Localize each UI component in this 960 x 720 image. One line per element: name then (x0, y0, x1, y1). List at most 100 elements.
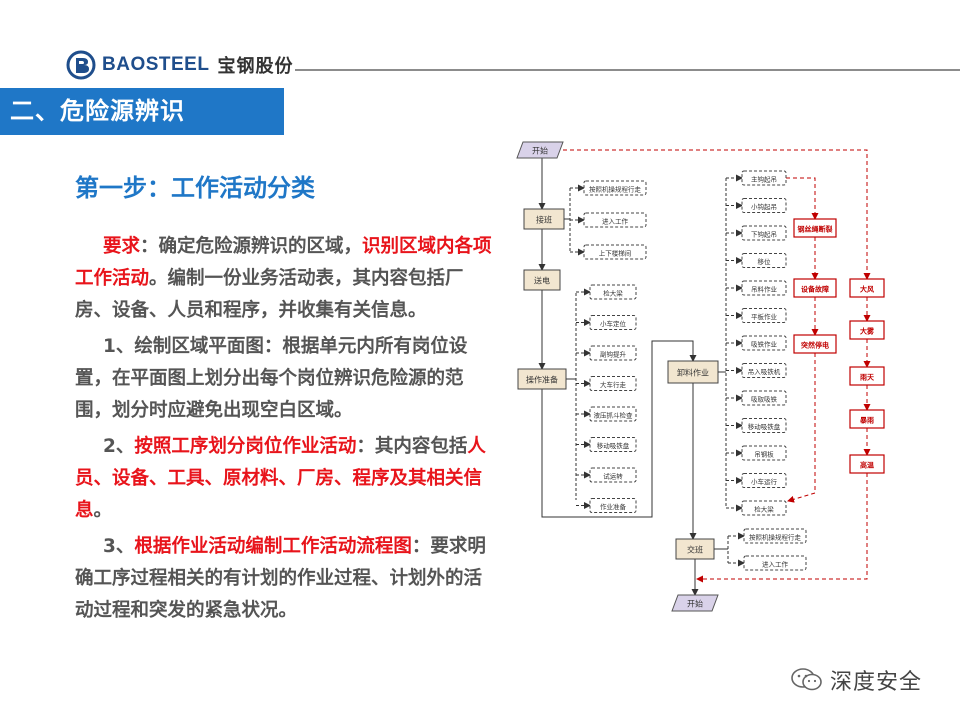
prep-sub-6-label: 试运转 (603, 472, 623, 481)
unload-sub-12-label: 检大梁 (754, 505, 774, 514)
emphasis-span: 按照工序划分岗位作业活动 (134, 436, 357, 457)
red-connector (787, 353, 816, 503)
unload-sub-12: 检大梁 (741, 500, 787, 516)
main-step-jieban-label: 接班 (536, 215, 552, 225)
unload-sub-6: 吸铁作业 (741, 335, 787, 351)
jieban-sub-1: 进入工作 (583, 212, 647, 228)
emergency-right-1-label: 大雾 (860, 327, 875, 336)
emergency-mid-1-label: 设备故障 (801, 285, 829, 294)
text-span: ：其内容包括 (356, 436, 468, 457)
unload-sub-6-label: 吸铁作业 (751, 340, 778, 349)
unload-sub-11: 小车运行 (741, 473, 787, 488)
jieban-sub-0-label: 按照机操规程行走 (589, 185, 642, 194)
jiaoban-sub-0-label: 按照机操规程行走 (749, 533, 802, 542)
unload-sub-4: 吊料作业 (741, 280, 787, 296)
start-node: 开始 (516, 141, 564, 159)
unload-sub-3-label: 移位 (758, 257, 772, 266)
baosteel-emblem-icon (66, 50, 96, 80)
header-divider (295, 69, 960, 71)
main-step-jiaoban-label: 交班 (687, 545, 703, 555)
requirement-label: 要求 (103, 236, 141, 257)
connector-prep-to-unload (541, 340, 697, 518)
text-span: 。 (93, 500, 113, 521)
prep-sub-2: 副钩提升 (589, 345, 637, 361)
section-banner: 二、危险源辨识 (0, 88, 284, 135)
unload-sub-3: 移位 (741, 253, 787, 268)
jieban-sub-1-label: 进入工作 (602, 217, 629, 226)
flow-nodes: 开始开始按照机操规程行走进入工作上下楼梯间检大梁小车定位副钩提升大车行走液压抓斗… (516, 141, 885, 612)
main-step-songdian: 送电 (523, 269, 561, 291)
emergency-right-4-label: 高温 (860, 461, 874, 470)
text-span: 。编制一份业务活动表，其内容包括厂房、设备、人员和程序，并收集有关信息。 (75, 268, 464, 321)
main-step-songdian-label: 送电 (534, 276, 550, 286)
emergency-mid-0: 钢丝绳断裂 (793, 218, 837, 238)
text-span: ：确定危险源辨识的区域， (140, 236, 363, 257)
brand-name-cn: 宝钢股份 (217, 56, 294, 77)
jiaoban-sub-0: 按照机操规程行走 (743, 528, 807, 544)
prep-sub-6: 试运转 (589, 467, 637, 483)
prep-sub-5: 移动吸铁盘 (589, 437, 637, 452)
prep-sub-3: 大车行走 (589, 376, 637, 391)
unload-sub-10-label: 吊钢板 (754, 450, 774, 459)
jiaoban-sub-1-label: 进入工作 (762, 560, 789, 569)
unload-sub-5-label: 平板作业 (751, 312, 778, 321)
prep-sub-3-label: 大车行走 (600, 380, 627, 389)
emergency-mid-1: 设备故障 (793, 278, 837, 298)
emphasis-span: 识别区域内各项工作活动 (75, 236, 492, 289)
flow-connectors (538, 149, 871, 596)
prep-sub-7-label: 作业准备 (600, 502, 627, 511)
jieban-sub-2: 上下楼梯间 (583, 244, 647, 260)
unload-sub-0-label: 主钩起吊 (751, 175, 777, 184)
watermark: 深度安全 (790, 664, 922, 696)
prep-sub-7: 作业准备 (589, 498, 637, 513)
jieban-sub-2-label: 上下楼梯间 (599, 249, 632, 258)
emergency-right-4: 高温 (849, 454, 885, 474)
prep-sub-4: 液压抓斗检查 (589, 406, 637, 422)
unload-sub-7-label: 吊入吸铁机 (748, 367, 781, 376)
text-span: 2、 (103, 436, 135, 457)
prep-sub-2-label: 副钩提升 (600, 350, 627, 359)
wechat-icon (791, 668, 822, 691)
unload-sub-10: 吊钢板 (741, 445, 787, 461)
red-connector (786, 177, 819, 220)
text-span: 3、 (103, 536, 135, 557)
end-node-label: 开始 (687, 599, 703, 609)
emergency-right-2: 雨天 (849, 366, 885, 386)
red-connector (696, 473, 868, 583)
emergency-right-3: 暴雨 (849, 409, 885, 429)
paragraph-requirement: 要求：确定危险源辨识的区域，识别区域内各项工作活动。编制一份业务活动表，其内容包… (75, 231, 495, 327)
main-step-jiaoban: 交班 (675, 538, 715, 560)
red-connector (563, 149, 871, 280)
baosteel-logo: BAOSTEEL 宝钢股份 (66, 50, 293, 80)
unload-sub-2: 下钩起吊 (741, 225, 787, 241)
emergency-mid-2-label: 突然停电 (801, 341, 829, 350)
end-node: 开始 (671, 594, 719, 612)
emergency-right-1: 大雾 (849, 320, 885, 340)
unload-sub-4-label: 吊料作业 (751, 285, 778, 294)
text-span: 1、绘制区域平面图：根据单元内所有岗位设置，在平面图上划分出每个岗位辨识危险源的… (75, 336, 468, 421)
main-step-prep-label: 操作准备 (526, 375, 558, 385)
unload-sub-7: 吊入吸铁机 (741, 363, 787, 378)
main-step-unload-label: 卸料作业 (677, 368, 709, 378)
unload-sub-9: 移动吸铁盘 (741, 418, 787, 433)
unload-sub-0: 主钩起吊 (741, 170, 787, 186)
emergency-mid-0-label: 钢丝绳断裂 (798, 225, 833, 234)
brand-name: BAOSTEEL (102, 54, 210, 75)
emergency-right-0-label: 大风 (860, 285, 874, 294)
main-step-prep: 操作准备 (517, 368, 567, 390)
unload-sub-1: 小钩起吊 (741, 198, 787, 213)
prep-sub-0-label: 检大梁 (603, 289, 623, 298)
main-step-unload: 卸料作业 (667, 360, 719, 384)
paragraph-step-2: 2、按照工序划分岗位作业活动：其内容包括人员、设备、工具、原材料、厂房、程序及其… (75, 431, 495, 527)
prep-sub-1: 小车定位 (589, 315, 637, 330)
paragraph-step-3: 3、根据作业活动编制工作活动流程图：要求明确工序过程相关的有计划的作业过程、计划… (75, 531, 495, 627)
unload-sub-1-label: 小钩起吊 (751, 202, 777, 211)
emphasis-span: 人员、设备、工具、原材料、厂房、程序及其相关信息 (75, 436, 486, 521)
prep-sub-1-label: 小车定位 (600, 319, 627, 328)
unload-sub-11-label: 小车运行 (751, 477, 778, 486)
main-step-jieban: 接班 (523, 208, 565, 230)
prep-sub-5-label: 移动吸铁盘 (597, 441, 630, 450)
watermark-text: 深度安全 (830, 670, 923, 695)
jieban-sub-0: 按照机操规程行走 (583, 180, 647, 196)
emphasis-span: 根据作业活动编制工作活动流程图 (134, 536, 412, 557)
